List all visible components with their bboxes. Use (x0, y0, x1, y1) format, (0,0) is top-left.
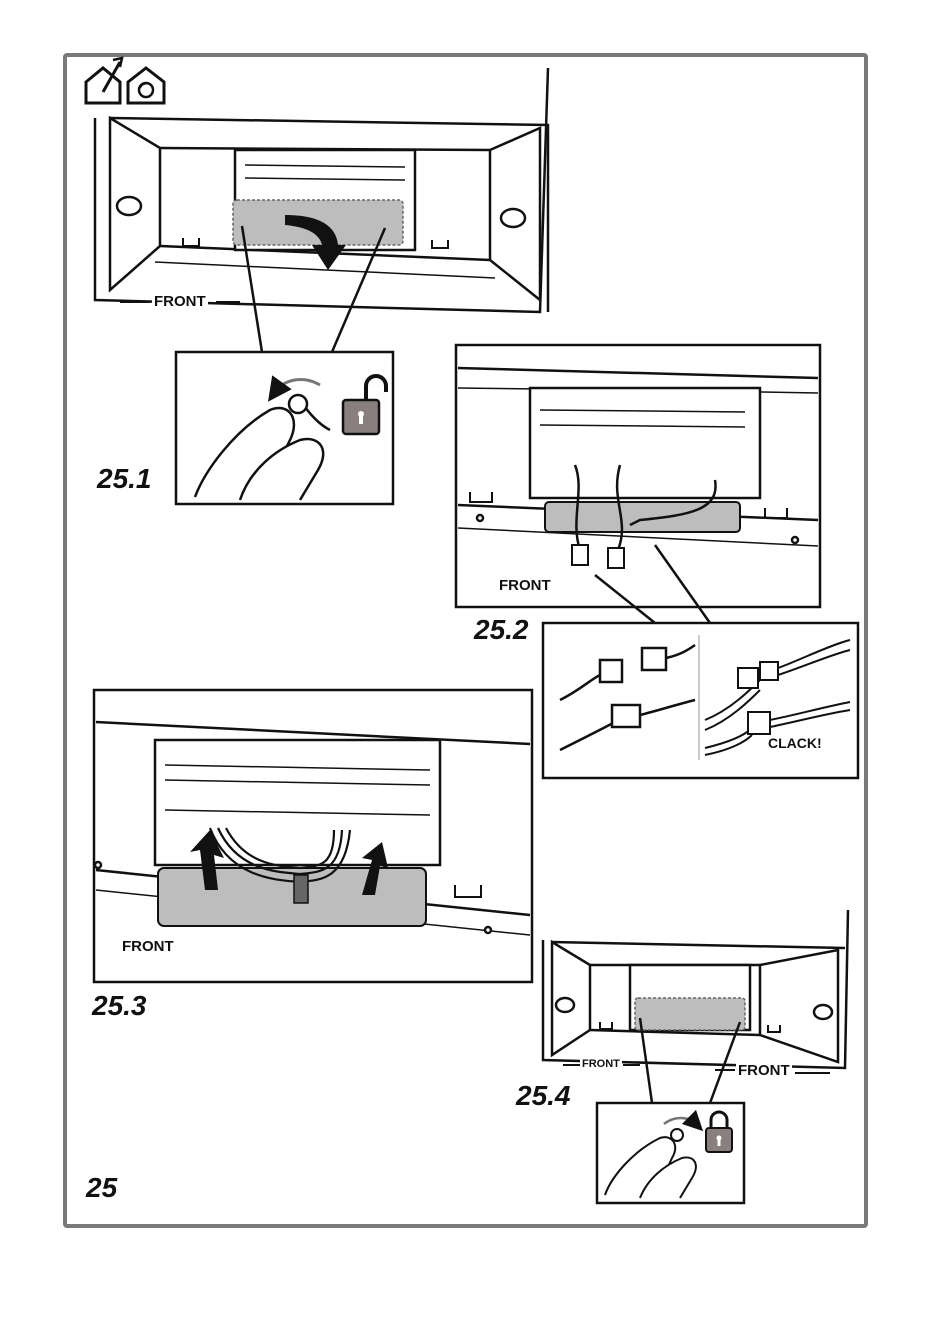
house-exhaust-icon (86, 58, 122, 103)
filter-cover-panel-4 (635, 998, 745, 1030)
front-label-4-right: FRONT (736, 1062, 792, 1079)
step-label-25-2: 25.2 (474, 614, 529, 646)
connector-male-2 (572, 545, 588, 565)
front-label-3: FRONT (120, 938, 176, 955)
connector-female-2 (608, 548, 624, 568)
wiring-plate-3 (158, 868, 426, 926)
front-label-2: FRONT (497, 577, 553, 594)
hood-view-step-1 (95, 68, 548, 312)
step-label-25-3: 25.3 (92, 990, 147, 1022)
step-label-25-1: 25.1 (97, 463, 152, 495)
hood-view-step-4 (543, 910, 848, 1068)
front-label-4-left: FRONT (580, 1058, 622, 1070)
connector-detail-box (543, 623, 858, 778)
figure-number: 25 (86, 1172, 117, 1204)
house-recirculation-icon (128, 68, 164, 103)
front-label-1: FRONT (152, 293, 208, 310)
wiring-plate (545, 502, 740, 532)
step-label-25-4: 25.4 (516, 1080, 571, 1112)
clack-label: CLACK! (766, 735, 824, 751)
